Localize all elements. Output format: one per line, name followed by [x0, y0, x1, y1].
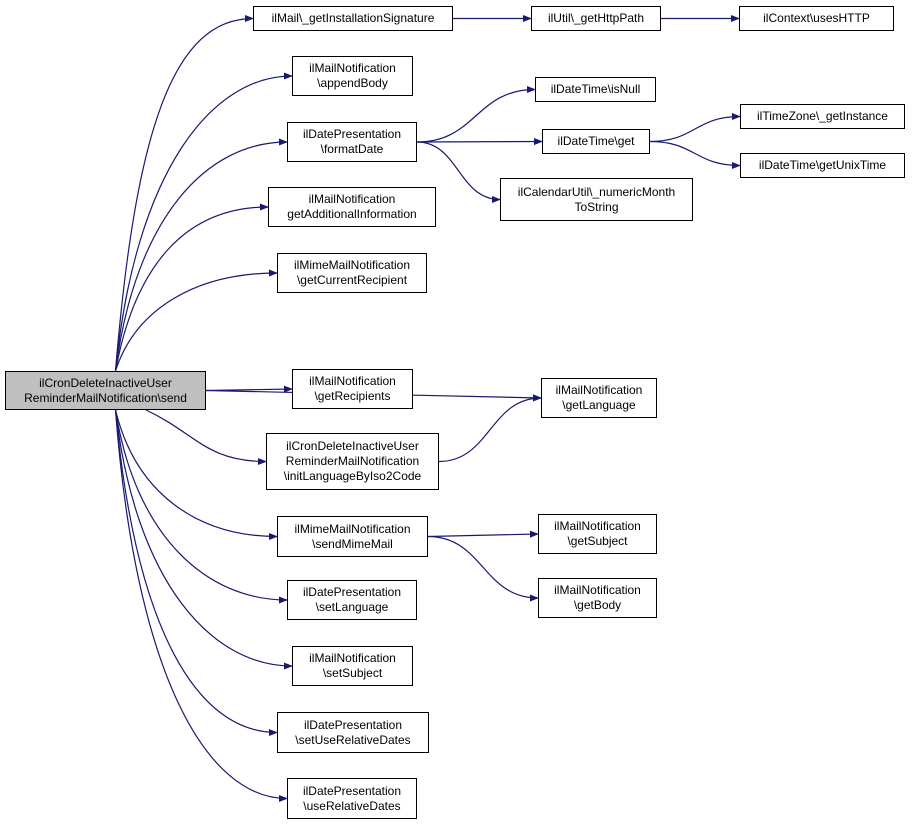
node-label-line: ilMailNotification [554, 583, 641, 597]
node-label-line: ilTimeZone\_getInstance [757, 109, 888, 123]
node-usesHTTP[interactable]: ilContext\usesHTTP [739, 6, 894, 31]
edge-dtget-to-tzGetInstance [649, 112, 741, 143]
edge-root-to-getCurrentRecipient [114, 269, 278, 372]
edge-formatDate-to-dtget [416, 137, 543, 146]
edge-sendMimeMail-to-getSubject [427, 530, 539, 538]
node-setUseRelativeDates[interactable]: ilDatePresentation\setUseRelativeDates [277, 712, 429, 753]
node-label-line: \setUseRelativeDates [295, 732, 411, 747]
node-label-line: ilDateTime\isNull [550, 82, 641, 96]
node-isNull[interactable]: ilDateTime\isNull [535, 77, 656, 102]
node-label-line: ReminderMailNotification\send [24, 390, 187, 405]
edge-root-to-sendMimeMail [114, 409, 278, 541]
node-label-line: \getCurrentRecipient [296, 273, 408, 287]
node-getHttpPath[interactable]: ilUtil\_getHttpPath [531, 6, 661, 31]
node-label-line: ilMimeMailNotification [294, 521, 411, 536]
node-label-line: \setLanguage [315, 600, 389, 614]
node-label-line: \getLanguage [562, 398, 636, 412]
node-dtget[interactable]: ilDateTime\get [542, 129, 650, 154]
node-label-line: ilDateTime\getUnixTime [758, 158, 887, 172]
edge-root-to-setLanguage [114, 409, 288, 604]
edge-root-to-setSubject [114, 409, 293, 670]
node-getSubject[interactable]: ilMailNotification\getSubject [538, 514, 657, 554]
node-setSubject[interactable]: ilMailNotification\setSubject [292, 646, 413, 686]
edge-formatDate-to-numericMonth [416, 141, 501, 204]
node-label-line: ReminderMailNotification [285, 454, 420, 468]
node-tzGetInstance[interactable]: ilTimeZone\_getInstance [740, 104, 905, 129]
node-label-line: getAdditionalInformation [287, 207, 417, 221]
node-label-line: ilCronDeleteInactiveUser [39, 375, 172, 390]
node-label-line: \appendBody [317, 76, 388, 90]
node-label-line: ToString [574, 199, 619, 214]
node-label-line: ilDatePresentation [302, 127, 402, 141]
node-label-line: \getSubject [567, 534, 628, 548]
edge-formatDate-to-isNull [416, 85, 536, 143]
node-getUnixTime[interactable]: ilDateTime\getUnixTime [740, 153, 905, 178]
node-label-line: ilCalendarUtil\_numericMonth [517, 184, 676, 199]
node-label-line: ilMimeMailNotification [293, 258, 411, 272]
node-label-line: ilMailNotification [308, 192, 396, 206]
node-appendBody[interactable]: ilMailNotification\appendBody [292, 56, 413, 96]
node-getCurrentRecipient[interactable]: ilMimeMailNotification\getCurrentRecipie… [277, 253, 427, 293]
node-getRecipients[interactable]: ilMailNotification\getRecipients [292, 369, 413, 409]
node-getLanguage[interactable]: ilMailNotification\getLanguage [541, 378, 657, 418]
node-label-line: \initLanguageByIso2Code [283, 469, 422, 483]
node-label-line: ilContext\usesHTTP [763, 11, 870, 25]
edge-root-to-formatDate [114, 138, 288, 372]
node-label-line: \sendMimeMail [312, 536, 393, 551]
edge-root-to-getAdditionalInformation [114, 203, 269, 372]
edge-dtget-to-getUnixTime [649, 140, 741, 170]
node-label-line: \getRecipients [314, 389, 391, 403]
node-label-line: ilMailNotification [554, 519, 641, 533]
node-label-line: \useRelativeDates [303, 798, 401, 813]
node-label-line: ilMailNotification [309, 374, 396, 388]
node-sendMimeMail[interactable]: ilMimeMailNotification\sendMimeMail [277, 516, 428, 557]
node-label-line: ilMailNotification [309, 651, 396, 665]
node-label-line: ilDateTime\get [557, 134, 635, 148]
edge-sendMimeMail-to-getBody [427, 535, 539, 602]
node-label-line: \getBody [573, 598, 622, 612]
node-label-line: ilMail\_getInstallationSignature [271, 11, 435, 25]
node-label-line: ilMailNotification [309, 61, 396, 75]
node-setLanguage[interactable]: ilDatePresentation\setLanguage [287, 580, 417, 620]
edge-root-to-getInstallationSignature [114, 14, 254, 372]
edge-root-to-getRecipients [205, 385, 293, 393]
node-label-line: ilDatePresentation [302, 585, 402, 599]
node-label-line: ilUtil\_getHttpPath [547, 11, 645, 25]
edge-root-to-initLanguage [145, 409, 267, 466]
node-formatDate[interactable]: ilDatePresentation\formatDate [287, 122, 417, 162]
node-label-line: ilDatePresentation [302, 783, 402, 798]
node-label-line: ilMailNotification [555, 383, 643, 397]
edge-initLanguage-to-getLanguage [438, 394, 542, 463]
edge-root-to-appendBody [114, 72, 293, 372]
node-label-line: ilDatePresentation [303, 717, 403, 732]
node-getBody[interactable]: ilMailNotification\getBody [538, 578, 657, 618]
edge-root-to-useRelativeDates [114, 409, 288, 803]
node-label-line: ilCronDeleteInactiveUser [286, 439, 419, 453]
node-getInstallationSignature[interactable]: ilMail\_getInstallationSignature [253, 6, 453, 31]
node-useRelativeDates[interactable]: ilDatePresentation\useRelativeDates [287, 778, 417, 819]
edge-root-to-setUseRelativeDates [114, 409, 278, 737]
node-label-line: \setSubject [322, 666, 383, 680]
node-label-line: \formatDate [320, 142, 384, 156]
